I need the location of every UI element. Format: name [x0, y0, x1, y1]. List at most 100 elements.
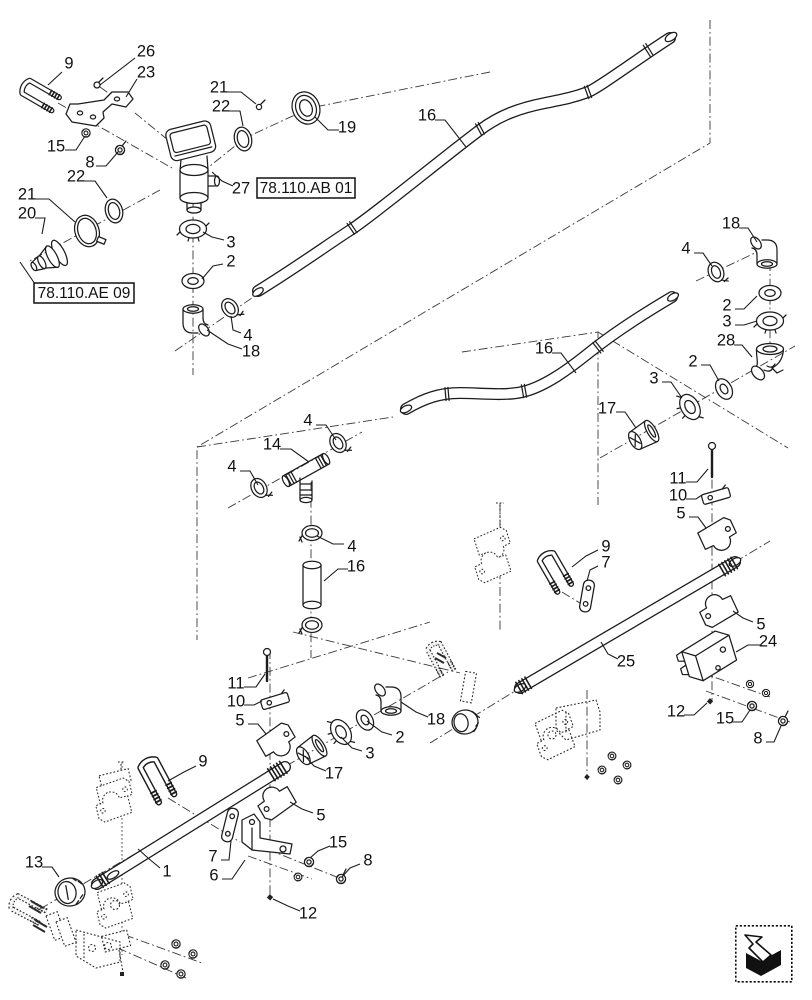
svg-text:78.110.AE 09: 78.110.AE 09 — [38, 285, 131, 302]
screw-12 — [706, 698, 714, 705]
callout-8: 8 — [85, 151, 119, 171]
svg-text:5: 5 — [756, 615, 765, 633]
callout-16: 16 — [323, 557, 365, 582]
svg-text:7: 7 — [208, 847, 217, 865]
page-turn-arrow-icon — [746, 950, 781, 976]
ring-19 — [291, 91, 321, 125]
svg-text:3: 3 — [226, 233, 235, 251]
svg-text:18: 18 — [242, 342, 260, 360]
callout-11: 11 — [227, 673, 266, 692]
svg-text:2: 2 — [226, 252, 235, 270]
end-cap-13 — [54, 877, 86, 907]
callout-20: 20 — [18, 204, 46, 235]
callout-layer: 9262315822212021221927324181618423282317… — [18, 42, 782, 922]
svg-text:3: 3 — [649, 369, 658, 387]
valve-27 — [165, 120, 221, 214]
clamp-21 — [73, 214, 107, 248]
svg-text:4: 4 — [303, 411, 312, 429]
bracket-23 — [65, 91, 134, 127]
svg-text:17: 17 — [325, 764, 343, 782]
nozzle-body-20 — [30, 239, 69, 272]
svg-text:7: 7 — [601, 553, 610, 571]
callout-10: 10 — [669, 486, 703, 504]
bracket-6 — [241, 813, 293, 855]
u-bolt-9 — [19, 77, 61, 113]
svg-text:5: 5 — [676, 504, 685, 522]
callout-15: 15 — [716, 709, 751, 727]
svg-text:17: 17 — [598, 399, 616, 417]
callout-9: 9 — [571, 537, 611, 568]
clamp-4 — [298, 524, 323, 543]
svg-text:11: 11 — [669, 469, 686, 487]
callout-9: 9 — [47, 54, 74, 86]
callout-18: 18 — [722, 214, 758, 243]
callout-21: 21 — [210, 78, 257, 105]
svg-text:21: 21 — [18, 185, 36, 203]
callout-17: 17 — [598, 399, 637, 429]
phantom-bolt-right — [471, 502, 514, 585]
svg-text:78.110.AB 01: 78.110.AB 01 — [260, 180, 353, 197]
bolt-8 — [335, 868, 347, 885]
callout-26: 26 — [99, 42, 155, 86]
tube-16-upper — [252, 31, 678, 297]
o-ring-2 — [711, 375, 737, 403]
svg-text:9: 9 — [198, 752, 207, 770]
svg-text:16: 16 — [418, 106, 436, 124]
callout-3: 3 — [649, 369, 683, 399]
clamp-4 — [246, 474, 274, 504]
corner-nuts — [160, 751, 632, 979]
nut-15 — [303, 856, 315, 868]
svg-text:12: 12 — [299, 904, 317, 922]
nut — [293, 872, 303, 882]
svg-text:9: 9 — [601, 537, 610, 555]
clamp-half-5 — [254, 719, 301, 765]
plate-7 — [220, 807, 240, 843]
callout-22: 22 — [212, 97, 244, 127]
svg-text:15: 15 — [716, 709, 734, 727]
ring-22 — [233, 126, 253, 152]
svg-text:18: 18 — [722, 214, 740, 232]
svg-text:5: 5 — [316, 806, 325, 824]
clamp-4 — [704, 258, 730, 288]
elbow-18 — [371, 681, 402, 716]
svg-text:5: 5 — [235, 711, 244, 729]
svg-text:4: 4 — [681, 239, 690, 257]
u-bolt-9 — [536, 549, 573, 593]
plate-10 — [260, 689, 290, 711]
bracket-24 — [675, 630, 738, 682]
svg-text:3: 3 — [722, 312, 731, 330]
callout-12: 12 — [667, 702, 708, 720]
bolt-26 — [93, 77, 104, 89]
nut-15 — [81, 128, 91, 138]
brand-logo — [735, 925, 793, 983]
phantom-parts — [8, 502, 601, 976]
bolt-8 — [114, 140, 127, 156]
svg-text:9: 9 — [64, 54, 73, 72]
svg-text:13: 13 — [25, 853, 43, 871]
svg-text:1: 1 — [162, 862, 171, 880]
svg-text:19: 19 — [338, 118, 356, 136]
callout-27: 27 — [211, 171, 250, 197]
callout-8: 8 — [753, 725, 782, 747]
svg-text:24: 24 — [759, 632, 777, 650]
svg-text:8: 8 — [753, 729, 762, 747]
callout-17: 17 — [304, 755, 343, 782]
svg-text:20: 20 — [18, 204, 36, 222]
tube-25 — [513, 556, 742, 695]
callout-11: 11 — [669, 468, 709, 487]
callout-16: 16 — [418, 106, 467, 148]
flange-nut-3 — [753, 311, 787, 334]
svg-text:2: 2 — [395, 728, 404, 746]
callout-3: 3 — [340, 736, 375, 762]
clamp-half-5 — [695, 514, 742, 558]
callout-22: 22 — [67, 167, 108, 199]
svg-text:11: 11 — [227, 674, 244, 692]
callout-15: 15 — [47, 135, 86, 155]
callout-3: 3 — [722, 312, 758, 330]
callout-5: 5 — [289, 801, 326, 824]
nut — [761, 688, 771, 698]
callout-21: 21 — [18, 185, 76, 223]
svg-text:16: 16 — [347, 557, 365, 575]
